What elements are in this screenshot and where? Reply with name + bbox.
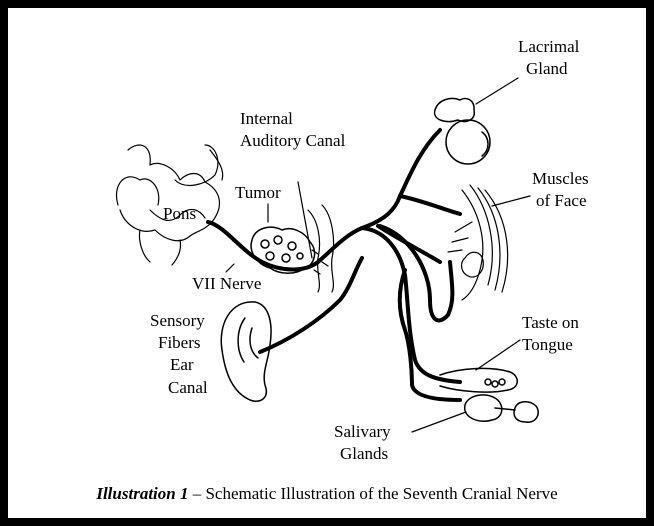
label-internal-line2: Auditory Canal [240,130,345,152]
label-salivary-line2: Glands [340,443,388,465]
caption-text: – Schematic Illustration of the Seventh … [188,484,557,503]
label-muscles-line1: Muscles [532,168,589,190]
label-vii-nerve: VII Nerve [192,273,261,295]
auditory-canal-bone [308,205,334,292]
tongue-and-glands [440,368,538,422]
label-salivary-line1: Salivary [334,421,391,443]
label-sensory-line4: Canal [168,377,208,399]
label-taste-line2: Tongue [522,334,573,356]
label-pons: Pons [163,203,196,225]
label-sensory-line1: Sensory [150,310,205,332]
label-taste-line1: Taste on [522,312,579,334]
caption-prefix: Illustration 1 [96,484,188,503]
label-sensory-line3: Ear [170,354,194,376]
label-lacrimal-line2: Gland [526,58,568,80]
label-tumor: Tumor [235,182,281,204]
facial-nerve [208,130,460,400]
face-muscles [448,185,508,300]
label-muscles-line2: of Face [536,190,587,212]
eye-and-gland [435,98,490,164]
label-lacrimal-line1: Lacrimal [518,36,579,58]
figure-caption: Illustration 1 – Schematic Illustration … [0,484,654,504]
label-sensory-line2: Fibers [158,332,201,354]
label-internal-line1: Internal [240,108,293,130]
